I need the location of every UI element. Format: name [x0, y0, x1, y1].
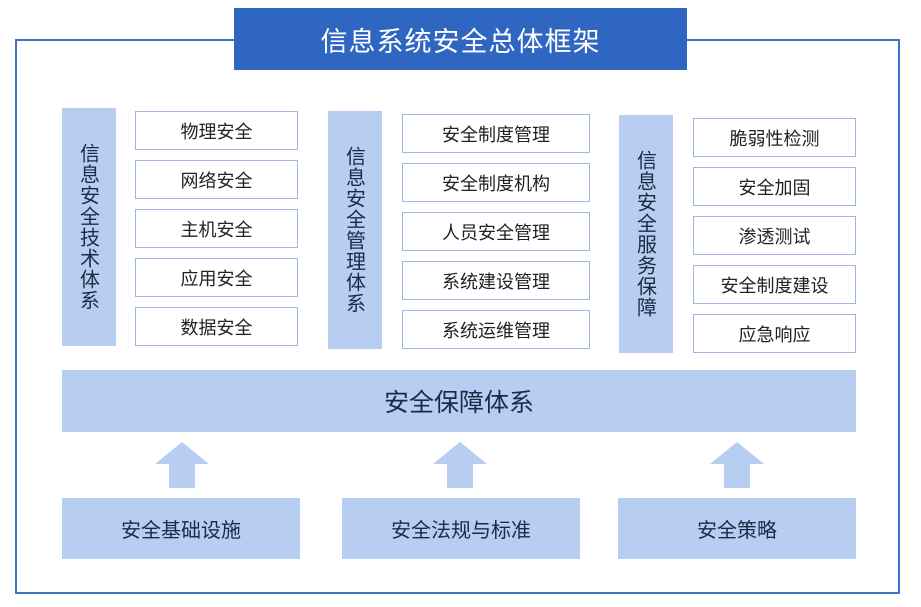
- base-regulations: 安全法规与标准: [342, 498, 580, 559]
- diagram-title: 信息系统安全总体框架: [234, 8, 687, 70]
- item-box: 安全制度建设: [693, 265, 856, 304]
- column-label-service: 信息安全服务保障: [619, 115, 673, 353]
- item-box: 安全制度机构: [402, 163, 590, 202]
- up-arrow-icon: [710, 442, 764, 488]
- item-box: 主机安全: [135, 209, 298, 248]
- up-arrow-icon: [155, 442, 209, 488]
- item-box: 安全加固: [693, 167, 856, 206]
- item-box: 物理安全: [135, 111, 298, 150]
- item-box: 人员安全管理: [402, 212, 590, 251]
- base-infrastructure: 安全基础设施: [62, 498, 300, 559]
- item-box: 系统运维管理: [402, 310, 590, 349]
- base-strategy: 安全策略: [618, 498, 856, 559]
- column-label-tech: 信息安全技术体系: [62, 108, 116, 346]
- item-box: 数据安全: [135, 307, 298, 346]
- foundation-bar: 安全保障体系: [62, 370, 856, 432]
- item-box: 脆弱性检测: [693, 118, 856, 157]
- item-box: 应用安全: [135, 258, 298, 297]
- up-arrow-icon: [433, 442, 487, 488]
- item-box: 安全制度管理: [402, 114, 590, 153]
- item-box: 系统建设管理: [402, 261, 590, 300]
- item-box: 网络安全: [135, 160, 298, 199]
- column-label-management: 信息安全管理体系: [328, 111, 382, 349]
- item-box: 渗透测试: [693, 216, 856, 255]
- item-box: 应急响应: [693, 314, 856, 353]
